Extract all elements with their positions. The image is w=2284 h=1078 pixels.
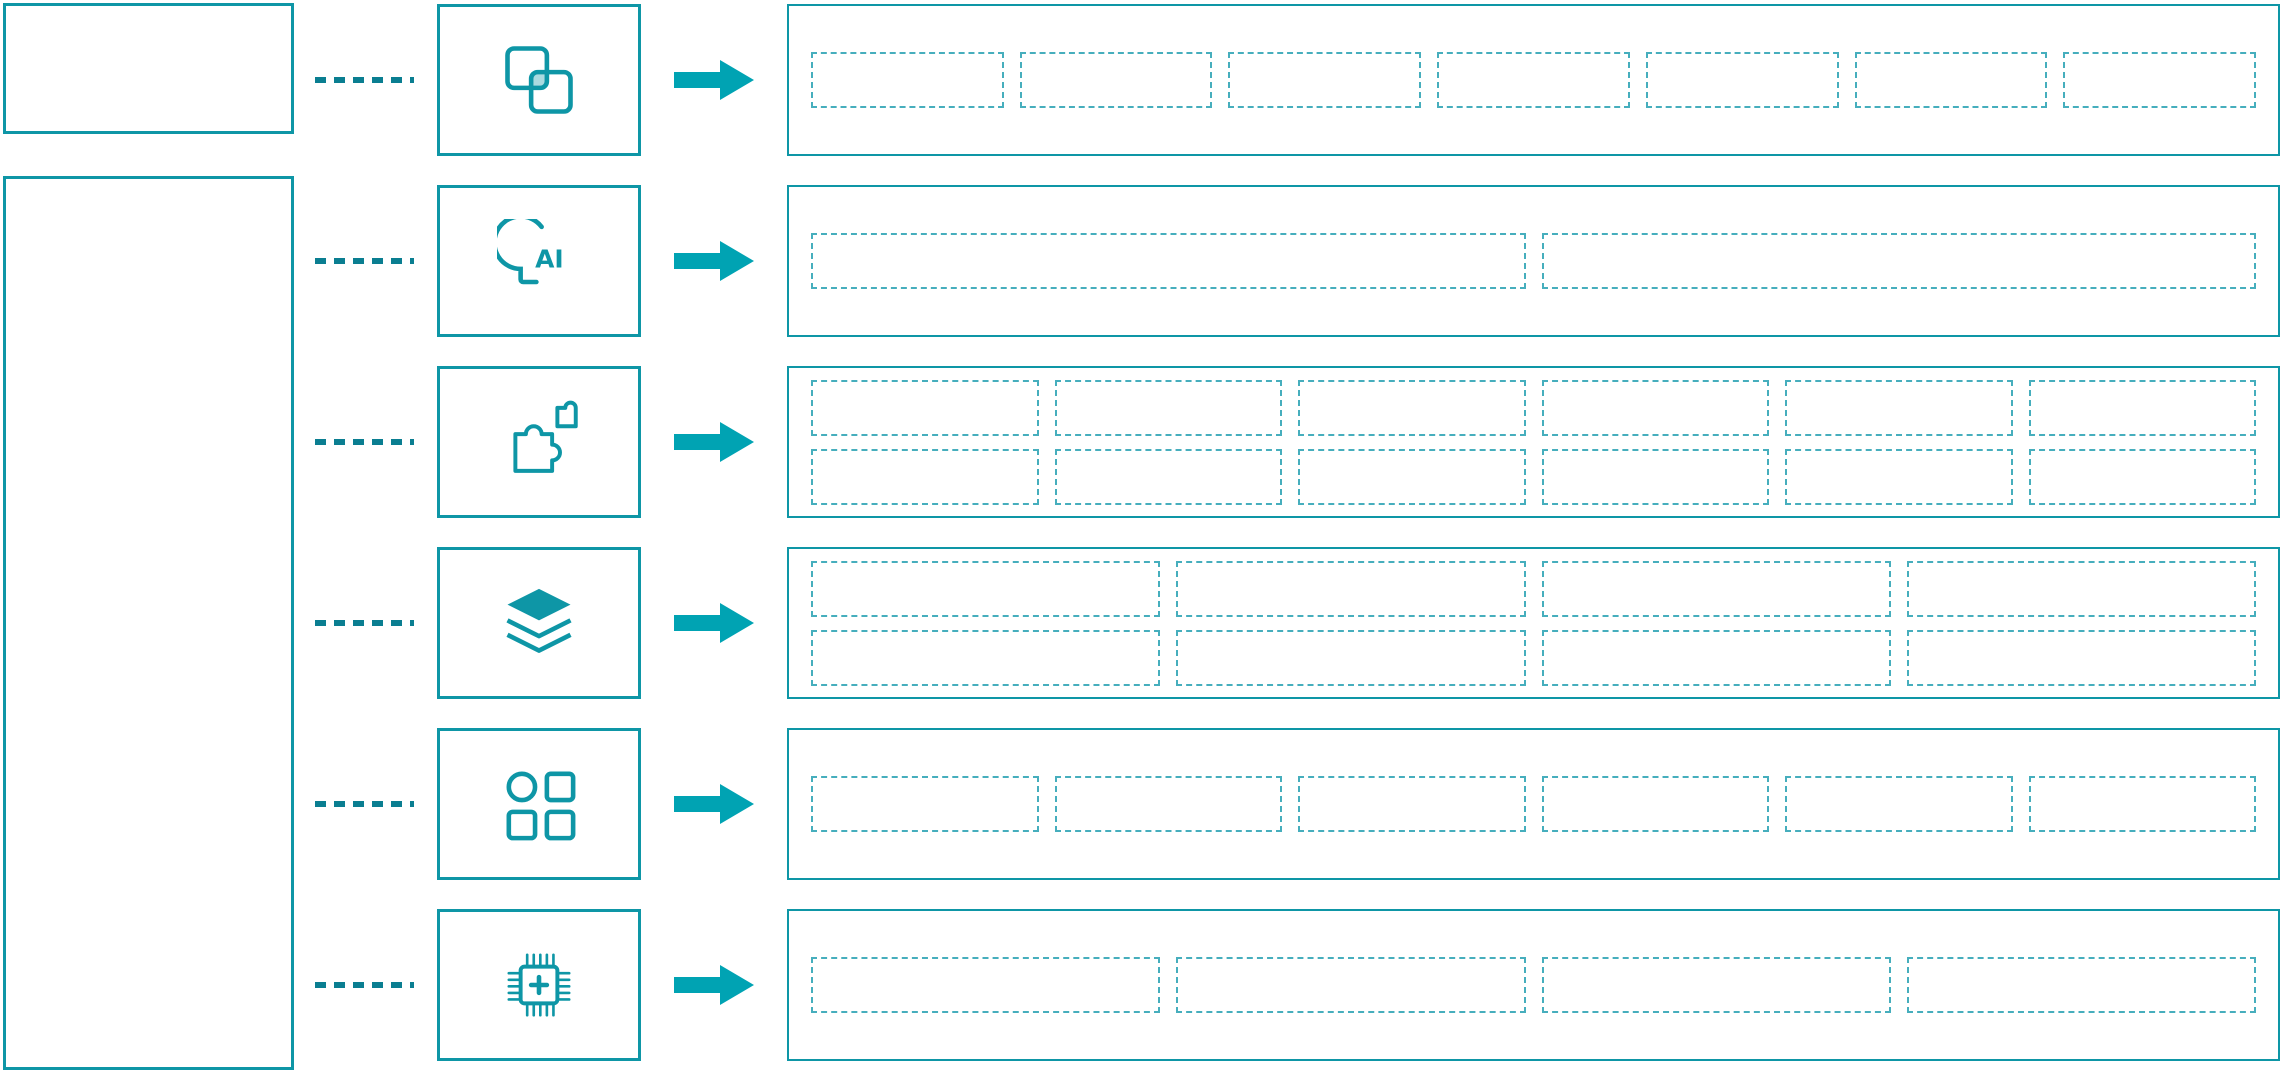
diagram-row: AI <box>0 185 2284 337</box>
placeholder-box <box>1906 957 2256 1013</box>
svg-text:AI: AI <box>535 245 564 274</box>
overlapping-frames-icon <box>497 38 581 122</box>
placeholder-box <box>1541 233 2256 289</box>
placeholder-box <box>811 233 1526 289</box>
placeholder-box <box>811 957 1161 1013</box>
placeholder-box <box>1298 448 1526 505</box>
placeholder-box <box>2028 448 2256 505</box>
placeholder-box <box>1176 629 1526 686</box>
placeholder-box <box>2028 776 2256 832</box>
placeholder-box <box>811 560 1161 617</box>
placeholder-box <box>1541 957 1891 1013</box>
row-6-content-box <box>787 909 2280 1061</box>
placeholder-box <box>1298 379 1526 436</box>
puzzle-pieces-icon <box>497 400 581 484</box>
placeholder-box <box>1785 448 2013 505</box>
row-4-icon-box <box>437 547 641 699</box>
placeholder-box <box>1054 776 1282 832</box>
placeholder-box <box>1298 776 1526 832</box>
row-1-content-box <box>787 4 2280 156</box>
dashed-connector-line <box>315 801 414 807</box>
placeholder-box <box>1854 52 2048 108</box>
placeholder-box <box>1054 448 1282 505</box>
placeholder-box <box>1541 560 1891 617</box>
placeholder-box <box>811 52 1004 108</box>
placeholder-box <box>1906 629 2256 686</box>
row-5-content-box <box>787 728 2280 880</box>
layers-icon <box>497 581 581 665</box>
placeholder-box <box>1541 776 1769 832</box>
row-2-content-box <box>787 185 2280 337</box>
ai-head-icon: AI <box>497 219 581 303</box>
row-2-icon-box: AI <box>437 185 641 337</box>
chip-plus-icon <box>497 943 581 1027</box>
dashed-connector-line <box>315 77 414 83</box>
placeholder-box <box>811 629 1161 686</box>
top-left-box <box>3 3 294 134</box>
placeholder-box <box>1176 560 1526 617</box>
dashed-connector-line <box>315 620 414 626</box>
row-5-icon-box <box>437 728 641 880</box>
row-4-content-box <box>787 547 2280 699</box>
diagram-row <box>0 909 2284 1061</box>
flow-arrow-icon <box>641 422 787 462</box>
placeholder-box <box>1019 52 1213 108</box>
row-1-icon-box <box>437 4 641 156</box>
placeholder-box <box>811 776 1039 832</box>
diagram-row <box>0 366 2284 518</box>
flow-arrow-icon <box>641 784 787 824</box>
dashed-connector-line <box>315 982 414 988</box>
placeholder-box <box>1176 957 1526 1013</box>
placeholder-box <box>2063 52 2256 108</box>
placeholder-box <box>1541 448 1769 505</box>
diagram-rows: AI <box>0 4 2284 1061</box>
diagram-row <box>0 728 2284 880</box>
diagram-row <box>0 547 2284 699</box>
placeholder-box <box>1437 52 1630 108</box>
placeholder-box <box>1785 379 2013 436</box>
placeholder-box <box>1906 560 2256 617</box>
placeholder-box <box>2028 379 2256 436</box>
placeholder-box <box>1645 52 1839 108</box>
row-6-icon-box <box>437 909 641 1061</box>
flow-arrow-icon <box>641 241 787 281</box>
left-panel-box <box>3 176 294 1070</box>
dashed-connector-line <box>315 258 414 264</box>
placeholder-box <box>1785 776 2013 832</box>
flow-arrow-icon <box>641 60 787 100</box>
flow-arrow-icon <box>641 965 787 1005</box>
placeholder-box <box>811 448 1039 505</box>
row-3-icon-box <box>437 366 641 518</box>
placeholder-box <box>1228 52 1422 108</box>
placeholder-box <box>1541 629 1891 686</box>
dashed-connector-line <box>315 439 414 445</box>
placeholder-box <box>811 379 1039 436</box>
app-grid-icon <box>497 762 581 846</box>
placeholder-box <box>1541 379 1769 436</box>
flow-arrow-icon <box>641 603 787 643</box>
diagram-row <box>0 4 2284 156</box>
row-3-content-box <box>787 366 2280 518</box>
placeholder-box <box>1054 379 1282 436</box>
